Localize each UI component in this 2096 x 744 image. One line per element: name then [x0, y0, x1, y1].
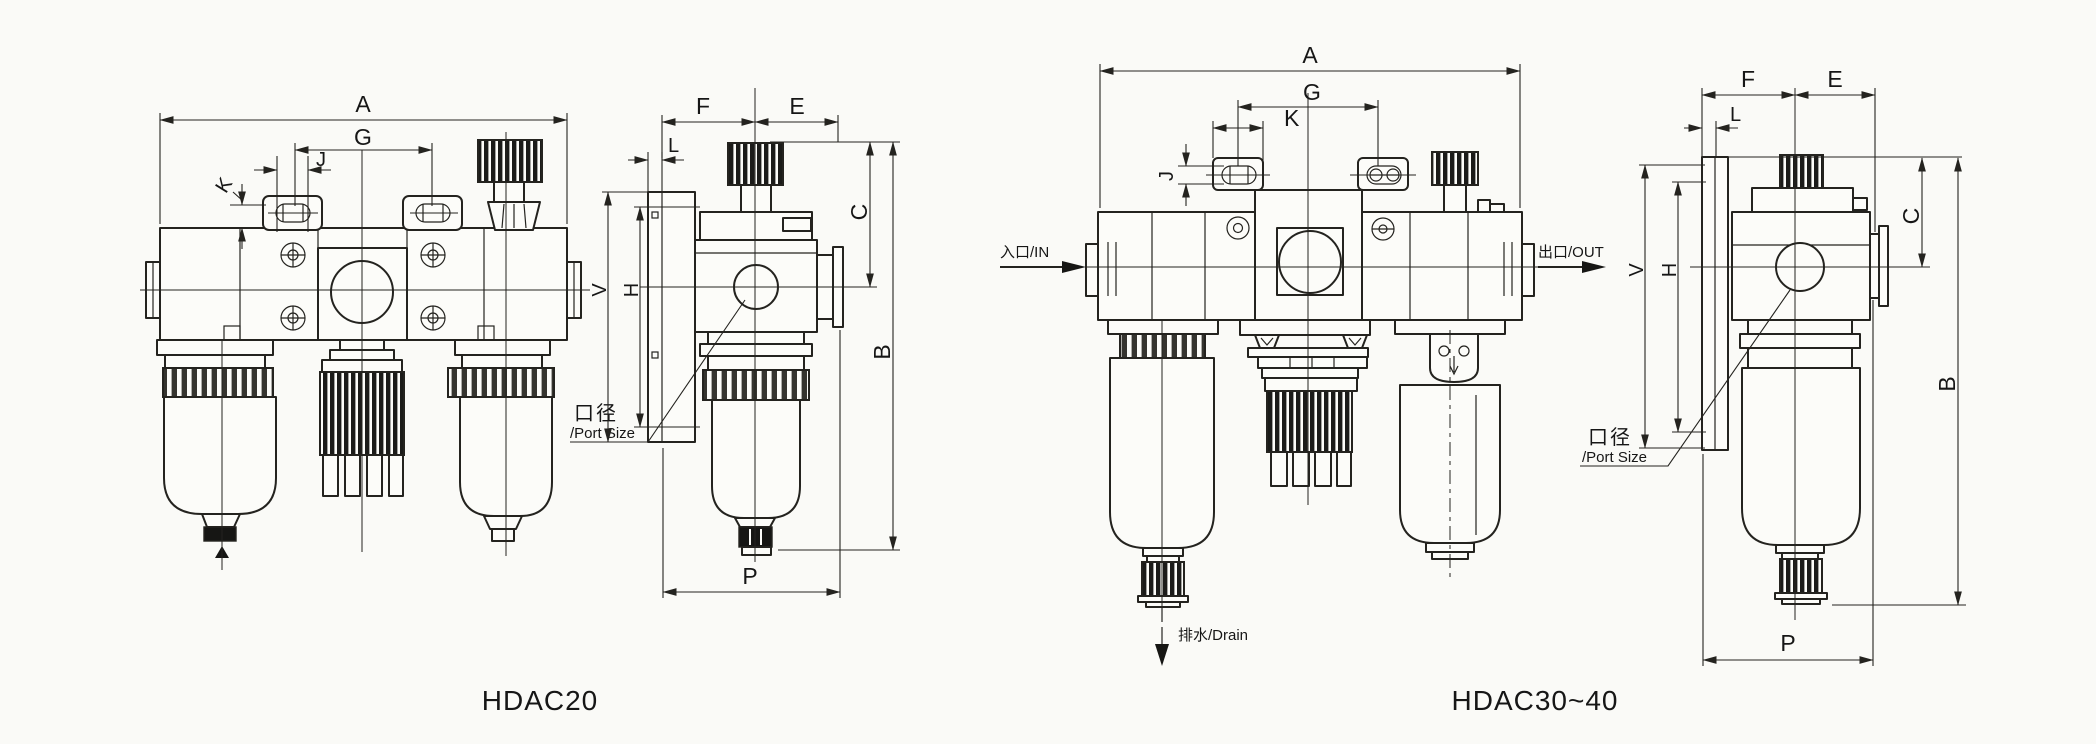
hdac20-front-view: A G J K [140, 91, 590, 570]
dim-label-P: P [1780, 630, 1795, 656]
port-size-label-en: /Port Size [570, 425, 635, 442]
regulator-knob [1266, 390, 1353, 453]
body-screws [280, 242, 446, 331]
sight-feed-dome [1429, 333, 1479, 383]
hdac30-front-dimensions: A G K J [1099, 42, 1521, 208]
drain-arrow [1155, 607, 1169, 666]
hdac30-front-view: 排水/Drain [1000, 42, 1606, 666]
hdac30-side-dimensions: F E L V H C B [1626, 66, 1966, 666]
lubricator-unit [447, 132, 555, 556]
mounting-bracket [1701, 156, 1729, 451]
dim-label-F: F [696, 93, 710, 119]
regulator-knob-teeth [322, 454, 404, 497]
hdac20-front-dimensions: A G J K [159, 91, 568, 249]
side-bowl [699, 331, 813, 556]
dim-label-V: V [589, 283, 611, 297]
dim-label-A: A [1302, 42, 1318, 68]
filter-unit [156, 339, 277, 570]
dim-label-G: G [354, 124, 372, 150]
side-drain-knob [1779, 558, 1823, 594]
outlet-label: 出口/OUT [1538, 244, 1604, 261]
filter-drain-tip [203, 526, 237, 542]
dim-label-C: C [1898, 208, 1924, 225]
filter-collar [162, 367, 274, 398]
port-size-label-en: /Port Size [1582, 449, 1647, 466]
drain-knob [1141, 561, 1185, 597]
hdac30-40-figure: 排水/Drain [1000, 42, 1966, 716]
outlet-flange [1521, 243, 1535, 297]
inlet-flange [1085, 243, 1099, 297]
mounting-tab-right [1350, 157, 1416, 191]
dim-label-G: G [1303, 79, 1321, 105]
dim-label-V: V [1626, 263, 1648, 277]
dim-label-A: A [355, 91, 371, 117]
dim-label-E: E [789, 93, 804, 119]
side-bowl [1739, 319, 1861, 605]
dim-label-K: K [1284, 105, 1300, 131]
hdac30-side-view: 口径 /Port Size F E L V [1580, 66, 1966, 666]
filter-bowl [163, 396, 277, 515]
regulator-knob-teeth [1270, 451, 1352, 487]
mounting-tab-left [262, 195, 323, 231]
dim-label-L: L [1730, 104, 1741, 126]
inlet-label: 入口/IN [1000, 244, 1049, 261]
hdac30-caption: HDAC30~40 [1452, 685, 1619, 716]
inlet-arrow: 入口/IN [1000, 244, 1086, 273]
dim-label-C: C [846, 204, 872, 221]
dim-label-B: B [1934, 376, 1960, 391]
adjust-cap [1779, 154, 1824, 189]
filter-unit: 排水/Drain [1107, 319, 1248, 666]
port-size-callout: 口径 /Port Size [1580, 289, 1791, 467]
body-screws [1226, 216, 1395, 241]
side-port-flange [1869, 225, 1889, 307]
dim-label-E: E [1827, 66, 1842, 92]
side-bonnet [1751, 187, 1854, 213]
hdac20-caption: HDAC20 [482, 685, 598, 716]
lubricator-collar [447, 367, 555, 398]
dim-label-K: K [211, 173, 237, 197]
dim-label-J: J [1156, 171, 1178, 181]
outlet-arrow: 出口/OUT [1538, 244, 1606, 273]
dim-label-P: P [742, 563, 757, 589]
dim-label-F: F [1741, 66, 1755, 92]
dim-label-J: J [316, 149, 326, 171]
dim-label-L: L [668, 135, 679, 157]
fill-cap [477, 139, 543, 231]
adjust-cap [727, 142, 784, 213]
sight-glass-circle [1278, 230, 1342, 294]
regulator-unit [1239, 93, 1371, 505]
dim-label-H: H [1659, 263, 1681, 277]
drain-label: 排水/Drain [1178, 627, 1248, 644]
fill-cap [1431, 151, 1505, 213]
hdac20-side-dimensions: F E L V H C B [589, 93, 900, 598]
regulator-unit [319, 150, 405, 552]
port-size-label-cn: 口径 [574, 402, 618, 425]
dim-label-H: H [621, 283, 643, 297]
port-size-label-cn: 口径 [1588, 426, 1632, 449]
dim-label-B: B [869, 344, 895, 359]
lubricator-unit [1394, 319, 1506, 578]
hdac20-figure: A G J K [140, 88, 900, 716]
mounting-bracket [647, 191, 696, 443]
hdac20-side-view: 口径 /Port Size F E L V [570, 88, 900, 598]
